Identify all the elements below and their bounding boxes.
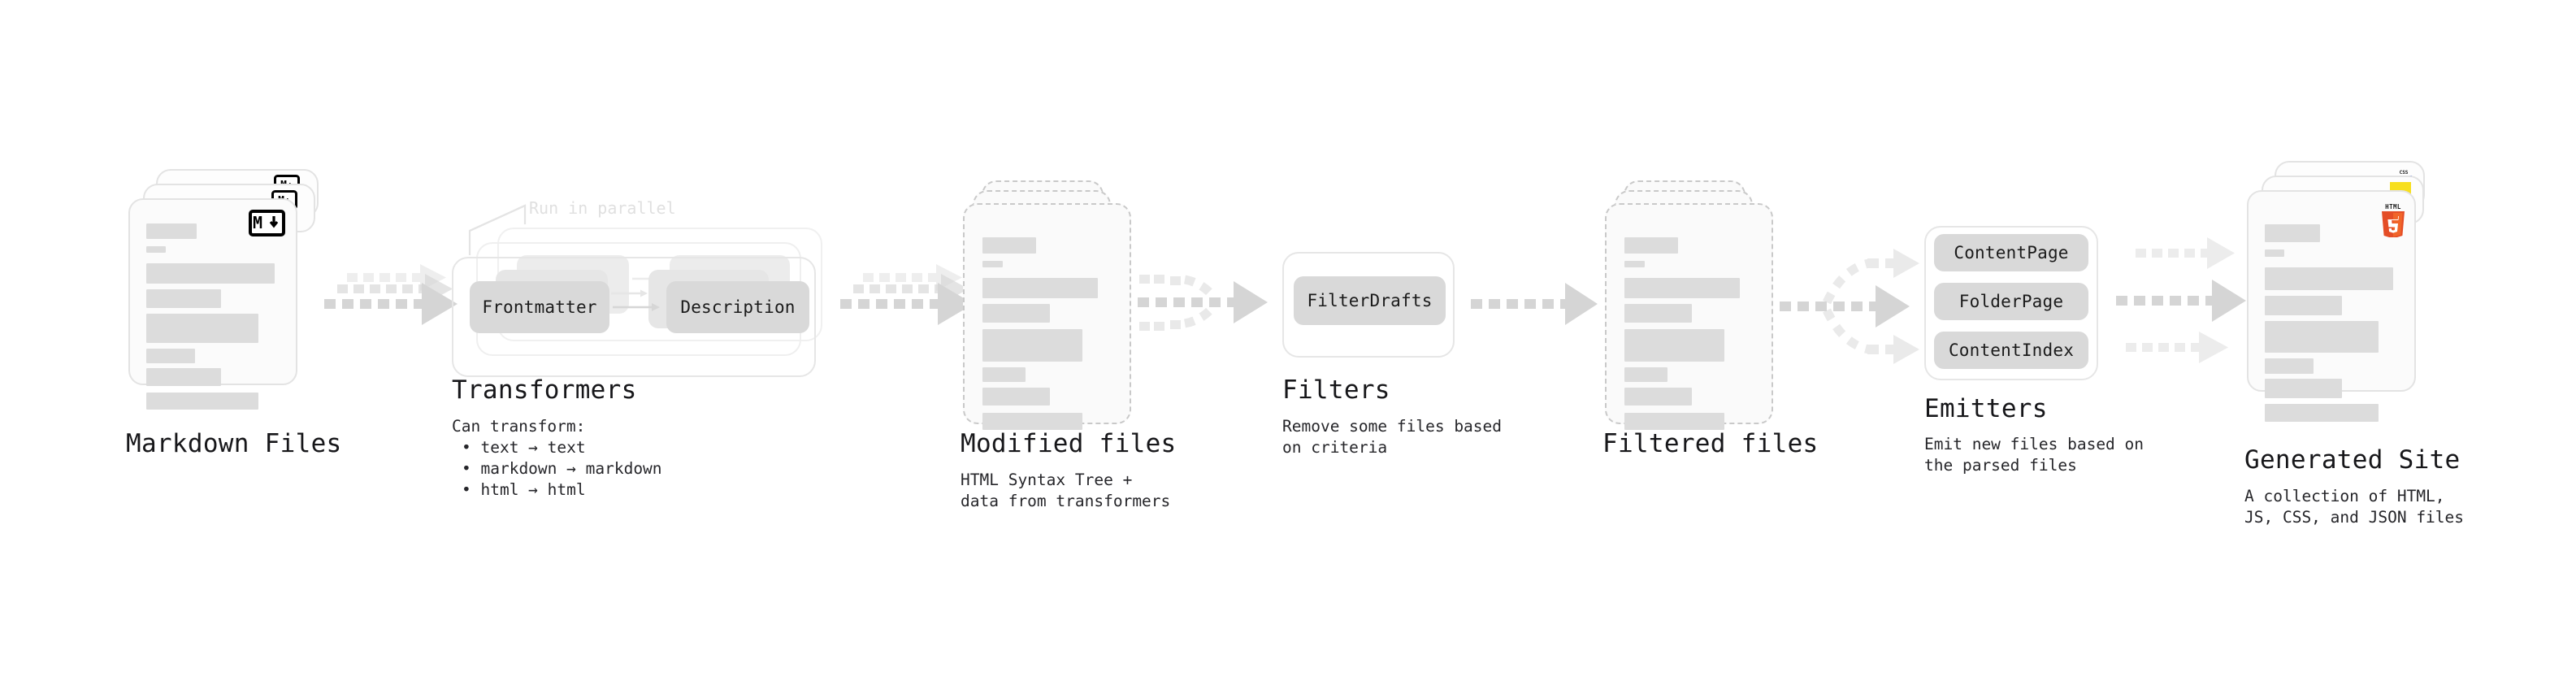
modified-file-skeleton <box>963 203 1131 430</box>
transformers-title: Transformers <box>452 375 637 405</box>
site-file-skeleton <box>2247 190 2416 422</box>
markdown-file-skeleton <box>128 198 297 410</box>
filters-caption-2: on criteria <box>1282 438 1388 457</box>
chip-label: ContentIndex <box>1948 340 2075 360</box>
run-in-parallel-bracket <box>468 204 527 255</box>
transformers-group-stack: Run in parallel Frontmatter Description <box>452 192 834 379</box>
modified-files-title: Modified files <box>961 429 1177 458</box>
svg-text:CSS: CSS <box>2400 170 2409 176</box>
generated-site-title: Generated Site <box>2244 445 2461 475</box>
transformer-chip-frontmatter[interactable]: Frontmatter <box>470 281 609 333</box>
transformer-panel-front <box>452 257 816 377</box>
svg-text:M: M <box>253 213 262 232</box>
modified-files-caption-2: data from transformers <box>961 492 1171 510</box>
transformer-arrow-front <box>613 303 660 311</box>
emitters-title: Emitters <box>1924 394 2048 423</box>
filtered-files-card-stack <box>1605 180 1792 449</box>
chip-label: Description <box>680 297 796 317</box>
markdown-icon: M <box>249 210 285 236</box>
arrow-modified-to-filters <box>1138 275 1268 331</box>
transformers-bullet-1: • text → text <box>462 438 586 457</box>
generated-site-caption-2: JS, CSS, and JSON files <box>2244 508 2465 527</box>
transformers-caption: Can transform: <box>452 417 586 436</box>
filters-chip-filterdrafts[interactable]: FilterDrafts <box>1294 276 1446 325</box>
chip-label: FolderPage <box>1958 292 2064 311</box>
svg-text:HTML: HTML <box>2385 203 2401 210</box>
arrow-transformers-to-modified <box>840 264 974 325</box>
filtered-file-skeleton <box>1605 203 1773 430</box>
generated-site-caption-1: A collection of HTML, <box>2244 487 2445 505</box>
run-in-parallel-label: Run in parallel <box>529 198 676 218</box>
emitters-caption-1: Emit new files based on <box>1924 435 2144 453</box>
chip-label: Frontmatter <box>482 297 597 317</box>
modified-files-card-stack <box>963 180 1150 449</box>
arrow-emitters-to-site <box>2116 237 2246 363</box>
transformer-arrow-back-2 <box>611 289 648 297</box>
markdown-files-title: Markdown Files <box>126 429 342 458</box>
filters-caption-1: Remove some files based <box>1282 417 1503 436</box>
arrow-markdown-to-transformers <box>324 264 458 325</box>
chip-label: ContentPage <box>1954 243 2069 262</box>
emitters-chip-folderpage[interactable]: FolderPage <box>1934 283 2088 320</box>
markdown-files-card-stack: M↓ M↓ M <box>128 169 332 429</box>
arrow-filtered-to-emitters <box>1780 249 1919 364</box>
emitters-group <box>1924 226 2098 380</box>
transformer-chip-description[interactable]: Description <box>666 281 809 333</box>
emitters-chip-contentindex[interactable]: ContentIndex <box>1934 332 2088 369</box>
filters-group <box>1282 252 1455 358</box>
arrow-filters-to-filtered <box>1471 283 1598 325</box>
emitters-caption-2: the parsed files <box>1924 456 2077 475</box>
generated-site-card-stack: CSS HTML <box>2247 161 2450 437</box>
modified-files-caption-1: HTML Syntax Tree + <box>961 471 1133 489</box>
filters-title: Filters <box>1282 375 1390 405</box>
html5-icon: HTML <box>2379 202 2408 239</box>
chip-label: FilterDrafts <box>1307 291 1433 310</box>
filtered-files-title: Filtered files <box>1602 429 1819 458</box>
emitters-chip-contentpage[interactable]: ContentPage <box>1934 234 2088 271</box>
transformers-bullet-3: • html → html <box>462 480 586 499</box>
transformers-bullet-2: • markdown → markdown <box>462 459 662 478</box>
